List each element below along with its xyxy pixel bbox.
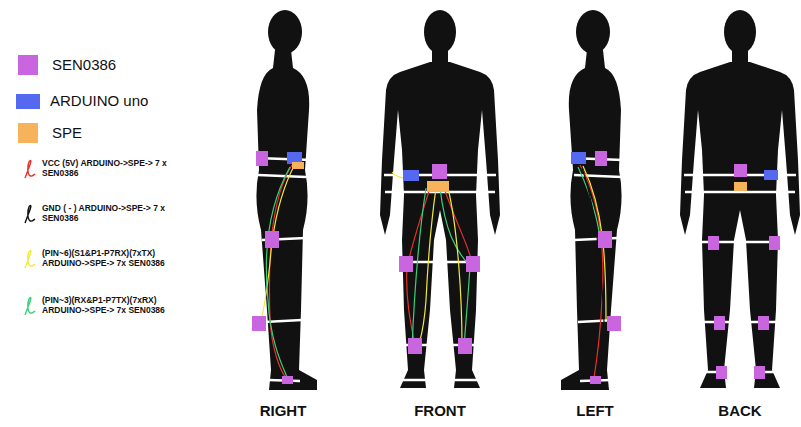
sen0386-sensor (758, 316, 769, 330)
legend-entry: ARDUINO uno (16, 92, 148, 110)
arduino-board (287, 152, 778, 181)
sen0386-sensor (282, 376, 293, 384)
view-label: RIGHT (260, 402, 307, 419)
strap (703, 371, 777, 374)
sen0386-sensor (734, 164, 747, 177)
sen0386-sensor (252, 151, 780, 384)
sen0386-sensor (769, 236, 780, 250)
silhouette-left (561, 10, 622, 390)
legend-text: SEN0386 (52, 56, 116, 74)
wire-bundle (440, 188, 470, 348)
view-label: FRONT (414, 402, 466, 419)
legend-line-sample (22, 295, 38, 317)
sen0386-sensor (598, 231, 612, 248)
sen0386-sensor (432, 164, 447, 179)
legend-entry: (PIN~6)(S1&P1-P7RX)(7xTX) ARDUINO->SPE->… (22, 248, 192, 270)
legend-swatch (18, 123, 38, 143)
arduino-board (764, 170, 778, 180)
sen0386-sensor (754, 366, 765, 379)
sen0386-sensor (408, 338, 422, 354)
legend-entry: SEN0386 (18, 56, 116, 75)
sen0386-sensor (252, 316, 266, 331)
spe-board (292, 162, 747, 192)
wire-bundle (412, 188, 426, 348)
legend-entry: VCC (5V) ARDUINO->SPE-> 7 x SEN0386 (22, 158, 192, 180)
sen0386-sensor (265, 231, 279, 248)
legend-swatch (16, 94, 40, 109)
wire-bundle (269, 165, 292, 378)
legend-line-sample (22, 203, 38, 225)
sen0386-sensor (590, 376, 601, 384)
spe-board (292, 162, 304, 169)
view-label: BACK (718, 402, 761, 419)
silhouette-right (256, 10, 317, 390)
wire-bundle (260, 166, 294, 322)
legend-entry: (PIN~3)(RX&P1-P7TX)(7xRX) ARDUINO->SPE->… (22, 295, 192, 317)
legend-text: GND ( - ) ARDUINO->SPE-> 7 x SEN0386 (42, 203, 192, 223)
wire-bundle (448, 188, 462, 345)
legend-text: VCC (5V) ARDUINO->SPE-> 7 x SEN0386 (42, 158, 192, 178)
strap (258, 175, 306, 177)
strap (403, 379, 477, 382)
sen0386-sensor (458, 338, 472, 354)
sen0386-sensor (399, 256, 413, 272)
spe-board (427, 181, 449, 192)
wire-bundle (266, 167, 290, 377)
legend-text: (PIN~6)(S1&P1-P7RX)(7xTX) ARDUINO->SPE->… (42, 248, 192, 268)
strap (685, 191, 795, 194)
wire-bundle (260, 165, 606, 378)
silhouette-front (380, 10, 500, 388)
spe-board (734, 182, 747, 191)
legend-line-sample (25, 205, 35, 223)
sen0386-sensor (714, 316, 725, 330)
legend-swatch (18, 55, 38, 75)
silhouette-left (561, 10, 622, 390)
legend-line-sample (25, 250, 35, 268)
legend-entry: GND ( - ) ARDUINO->SPE-> 7 x SEN0386 (22, 203, 192, 225)
sen0386-sensor (716, 366, 727, 379)
wire-bundle (418, 188, 436, 348)
sen0386-sensor (708, 236, 719, 250)
silhouette-right (256, 10, 317, 390)
legend-text: ARDUINO uno (50, 92, 148, 110)
strap (256, 158, 796, 381)
view-label: LEFT (576, 402, 614, 419)
legend-line-sample (22, 248, 38, 270)
legend-entry: SPE (18, 124, 82, 143)
sen0386-sensor (595, 151, 607, 166)
sen0386-sensor (466, 256, 480, 272)
sen0386-sensor (607, 316, 621, 331)
legend-text: SPE (52, 124, 82, 142)
legend-text: (PIN~3)(RX&P1-P7TX)(7xRX) ARDUINO->SPE->… (42, 295, 192, 315)
legend-line-sample (25, 297, 35, 315)
silhouette-back (680, 10, 800, 388)
legend-line-sample (22, 158, 38, 180)
silhouette-back (680, 10, 800, 388)
sen0386-sensor (256, 151, 268, 166)
wire-bundle (580, 165, 603, 378)
legend-line-sample (25, 160, 35, 178)
silhouette-front (380, 10, 500, 388)
arduino-board (403, 170, 419, 181)
arduino-board (571, 152, 586, 164)
